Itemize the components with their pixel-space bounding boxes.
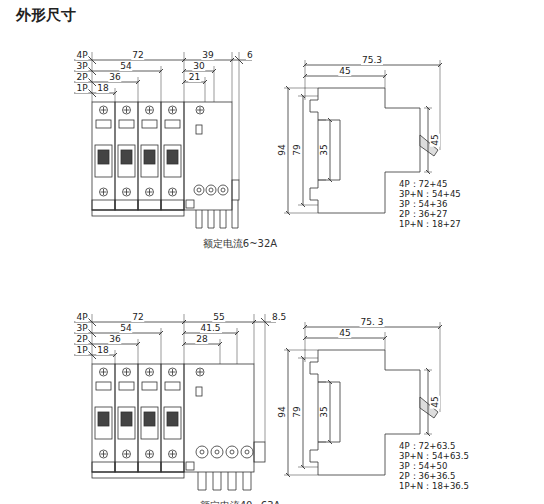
dimension: 75. 3 (360, 317, 385, 327)
dimension: 8.5 (271, 312, 287, 322)
dimension: 94 (277, 143, 287, 156)
size-note: 3P+N：54+63.5 (398, 451, 470, 461)
dimension: 75.3 (361, 55, 383, 65)
dimension: 28 (195, 334, 208, 344)
pole-count: 4P (75, 312, 88, 322)
dimension: 18 (96, 83, 109, 93)
dimension: 45 (338, 66, 351, 76)
size-note: 4P：72+45 (398, 179, 448, 189)
dimension: 45 (338, 328, 351, 338)
dimension: 45 (430, 395, 440, 408)
dimension: 94 (277, 405, 287, 418)
dimension: 35 (319, 405, 329, 418)
dimension: 72 (131, 50, 144, 60)
size-note: 1P+N：18+27 (398, 219, 462, 229)
caption: 额定电流6~32A (202, 239, 278, 249)
pole-count: 3P (75, 61, 88, 71)
dimension: 35 (319, 143, 329, 156)
pole-count: 4P (75, 50, 88, 60)
dimension: 72 (131, 312, 144, 322)
size-note: 2P：36+27 (398, 209, 448, 219)
dimension: 18 (96, 345, 109, 355)
pole-count: 1P (75, 345, 88, 355)
size-note: 3P+N：54+45 (398, 189, 462, 199)
caption: 额定电流40~63A (199, 501, 282, 504)
page-title: 外形尺寸 (16, 6, 76, 25)
dimension: 30 (192, 61, 205, 71)
dimension: 79 (292, 405, 302, 418)
dimension: 36 (108, 334, 121, 344)
dimension: 36 (108, 72, 121, 82)
dimension: 6 (246, 50, 254, 60)
dimension: 21 (188, 72, 201, 82)
dimension: 54 (119, 323, 132, 333)
dimension: 45 (430, 133, 440, 146)
dimension: 55 (212, 312, 225, 322)
size-note: 4P：72+63.5 (398, 441, 456, 451)
size-note: 3P：54+50 (398, 461, 448, 471)
pole-count: 1P (75, 83, 88, 93)
size-note: 2P：36+36.5 (398, 471, 456, 481)
pole-count: 2P (75, 72, 88, 82)
dimension: 39 (201, 50, 214, 60)
dimension: 41.5 (199, 323, 221, 333)
pole-count: 3P (75, 323, 88, 333)
pole-count: 2P (75, 334, 88, 344)
dimension: 54 (119, 61, 132, 71)
size-note: 3P：54+36 (398, 199, 448, 209)
dimension: 79 (292, 143, 302, 156)
size-note: 1P+N：18+36.5 (398, 481, 470, 491)
